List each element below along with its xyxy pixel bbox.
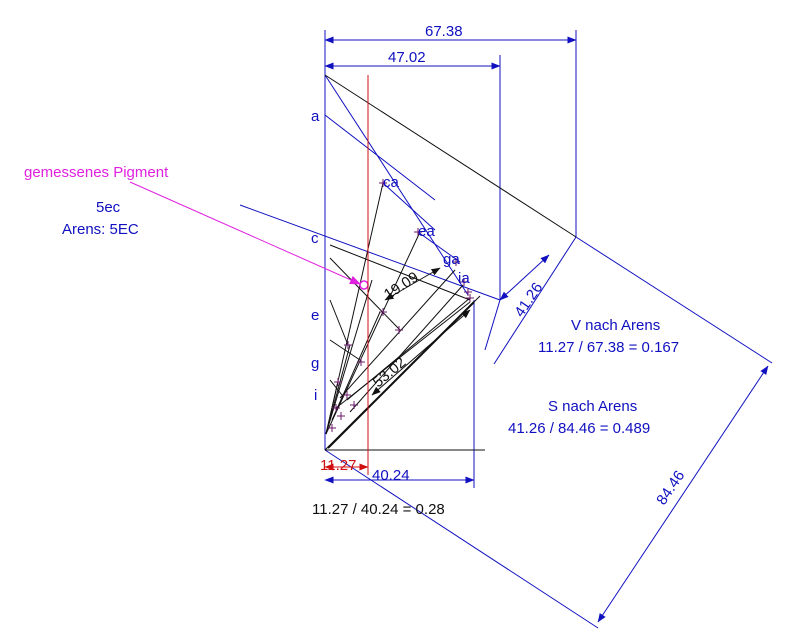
arens-code: Arens: 5EC — [62, 221, 139, 238]
bottom-formula: 11.27 / 40.24 = 0.28 — [312, 501, 445, 518]
s-formula: 41.26 / 84.46 = 0.489 — [508, 420, 650, 437]
v-formula: 11.27 / 67.38 = 0.167 — [538, 339, 679, 356]
dim-diag-short: 19.09 — [381, 269, 422, 304]
pigment-point — [129, 181, 369, 290]
label-point-ea: ea — [418, 223, 435, 240]
sample-code: 5ec — [96, 199, 121, 216]
label-point-g: g — [311, 355, 319, 372]
label-point-c: c — [311, 230, 319, 247]
label-point-ga: ga — [443, 251, 460, 268]
dim-bottom-red: 11.27 — [320, 457, 356, 474]
dim-top-partial: 47.02 — [388, 49, 426, 66]
point-labels: a c e g i ca ea ga ia — [311, 108, 470, 404]
label-point-e: e — [311, 307, 319, 324]
label-point-ca: ca — [383, 174, 400, 191]
dim-perp: 41.26 — [511, 280, 546, 321]
label-point-ia: ia — [458, 270, 470, 287]
dim-top-total: 67.38 — [425, 23, 463, 40]
dim-bottom: 40.24 — [372, 467, 410, 484]
label-point-a: a — [311, 108, 320, 125]
dim-big: 84.46 — [653, 468, 688, 509]
v-title: V nach Arens — [571, 317, 660, 334]
dimension-lines — [239, 30, 773, 629]
marker-line — [324, 75, 369, 475]
label-point-i: i — [314, 387, 317, 404]
point-markers — [328, 179, 474, 432]
s-title: S nach Arens — [548, 398, 637, 415]
pigment-label: gemessenes Pigment — [24, 164, 169, 181]
